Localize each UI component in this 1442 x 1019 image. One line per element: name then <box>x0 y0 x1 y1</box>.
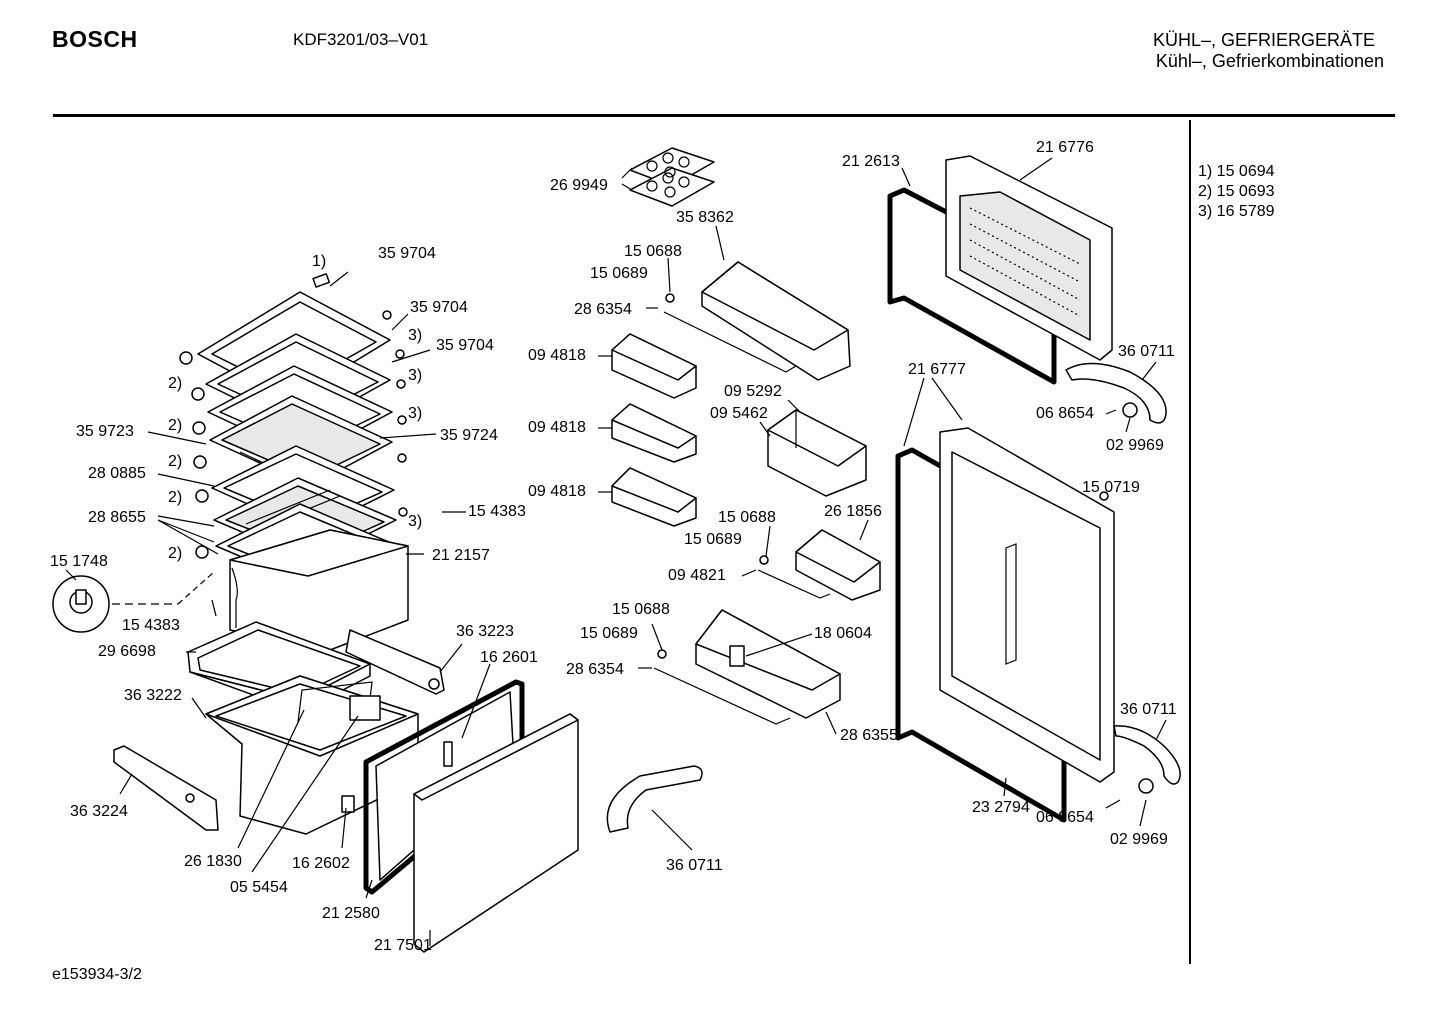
label-clip: 15 0689 <box>590 265 648 282</box>
label-ref: 3) <box>408 513 422 530</box>
legend-divider <box>1189 120 1191 964</box>
label-rod: 09 4821 <box>668 567 726 584</box>
label-bottle-shelf: 09 4818 <box>528 347 586 364</box>
label-ref: 3) <box>408 327 422 344</box>
label-shelf-frame: 35 9723 <box>76 423 134 440</box>
label-rail: 36 3223 <box>456 623 514 640</box>
label-rail: 36 3222 <box>124 687 182 704</box>
brand-logo: BOSCH <box>52 26 138 52</box>
label-screw: 15 4383 <box>468 503 526 520</box>
glass-shelf-4 <box>209 395 393 487</box>
label-plug: 15 0719 <box>1082 479 1140 496</box>
bottle-shelf-3 <box>611 467 697 527</box>
upper-door-seal <box>887 187 1057 385</box>
label-hinge: 16 2602 <box>292 855 350 872</box>
label-door-shelf-lower: 28 6355 <box>840 727 898 744</box>
shelf-clips <box>179 310 408 559</box>
freezer-door-panel <box>413 713 579 953</box>
label-shelf-frame: 35 9724 <box>440 427 498 444</box>
label-divider: 18 0604 <box>814 625 872 642</box>
label-egg-tray: 26 9949 <box>550 177 608 194</box>
label-ref: 2) <box>168 375 182 392</box>
label-ref: 3) <box>408 367 422 384</box>
label-ref: 2) <box>168 489 182 506</box>
label-knob: 15 1748 <box>50 553 108 570</box>
label-ref: 1) <box>312 253 326 270</box>
category-subtitle: Kühl–, Gefrierkombinationen <box>1155 51 1384 71</box>
label-cover: 02 9969 <box>1106 437 1164 454</box>
legend-item: 2) 15 0693 <box>1198 183 1275 200</box>
lower-door-seal <box>895 447 1067 823</box>
hinge-small <box>341 795 355 813</box>
category-title: KÜHL–, GEFRIERGERÄTE <box>1152 30 1375 50</box>
egg-tray <box>629 147 715 207</box>
label-shelf-glass: 28 0885 <box>88 465 146 482</box>
label-drawer: 26 1830 <box>184 853 242 870</box>
label-ref: 2) <box>168 417 182 434</box>
label-handle: 36 0711 <box>1118 343 1175 360</box>
bottle-shelf-1 <box>611 333 697 399</box>
upper-door-panel <box>945 155 1113 361</box>
legend-item: 1) 15 0694 <box>1198 163 1275 180</box>
label-shelf: 35 9704 <box>378 245 436 262</box>
label-clip: 15 0689 <box>580 625 638 642</box>
label-door-shelf-upper: 35 8362 <box>676 209 734 226</box>
label-bottle-holder: 09 5292 <box>724 383 782 400</box>
door-shelf-lower <box>653 609 841 725</box>
drawer-rail-left <box>113 745 219 831</box>
label-shelf-trim: 28 8655 <box>88 509 146 526</box>
leader-lines <box>65 157 1167 946</box>
door-shelf-upper <box>663 261 851 381</box>
label-drawer: 29 6698 <box>98 643 156 660</box>
label-shelf: 35 9704 <box>410 299 468 316</box>
crisper-cover <box>229 529 409 651</box>
label-rod: 28 6354 <box>566 661 624 678</box>
label-cap: 06 8654 <box>1036 405 1094 422</box>
footnote-legend: 1) 15 0694 2) 15 0693 3) 16 5789 <box>1198 162 1275 222</box>
model-number: KDF3201/03–V01 <box>293 30 429 49</box>
label-clip: 15 0689 <box>684 531 742 548</box>
label-handle: 36 0711 <box>666 857 723 874</box>
label-rail: 36 3224 <box>70 803 128 820</box>
temperature-knob <box>52 571 215 633</box>
bottle-holder <box>767 409 867 497</box>
label-bottle-shelf: 09 4818 <box>528 419 586 436</box>
door-handle-lower <box>606 765 703 833</box>
label-freezer-seal: 16 2601 <box>480 649 538 666</box>
label-handle: 36 0711 <box>1120 701 1177 718</box>
label-lower-door: 21 6777 <box>908 361 966 378</box>
door-shelf-middle <box>757 529 881 601</box>
label-cap: 06 8654 <box>1036 809 1094 826</box>
label-shelf: 35 9704 <box>436 337 494 354</box>
label-clip: 15 0688 <box>718 509 776 526</box>
label-bottle-holder: 09 5462 <box>710 405 768 422</box>
label-freezer-door: 21 7501 <box>374 937 432 954</box>
label-clip: 15 0688 <box>624 243 682 260</box>
door-handle-upper <box>1065 362 1167 424</box>
label-crisper-cover: 21 2157 <box>432 547 490 564</box>
label-freezer-door-seal: 21 2580 <box>322 905 380 922</box>
header-rule <box>53 114 1395 117</box>
label-ref: 2) <box>168 545 182 562</box>
bottle-shelf-2 <box>611 403 697 463</box>
label-clip: 15 0688 <box>612 601 670 618</box>
label-upper-seal: 21 2613 <box>842 153 900 170</box>
label-upper-door: 21 6776 <box>1036 139 1094 156</box>
label-bottle-shelf: 09 4818 <box>528 483 586 500</box>
label-cover: 02 9969 <box>1110 831 1168 848</box>
label-ref: 2) <box>168 453 182 470</box>
label-door-shelf-middle: 26 1856 <box>824 503 882 520</box>
door-handle-right-lower <box>1113 725 1181 794</box>
document-id: e153934-3/2 <box>52 966 142 983</box>
label-screw: 15 4383 <box>122 617 180 634</box>
label-lower-seal: 23 2794 <box>972 799 1030 816</box>
label-rod: 28 6354 <box>574 301 632 318</box>
drawer-rail-right <box>345 629 445 695</box>
legend-item: 3) 16 5789 <box>1198 203 1275 220</box>
label-ref: 3) <box>408 405 422 422</box>
lower-door-panel <box>939 427 1115 783</box>
label-divider: 05 5454 <box>230 879 288 896</box>
